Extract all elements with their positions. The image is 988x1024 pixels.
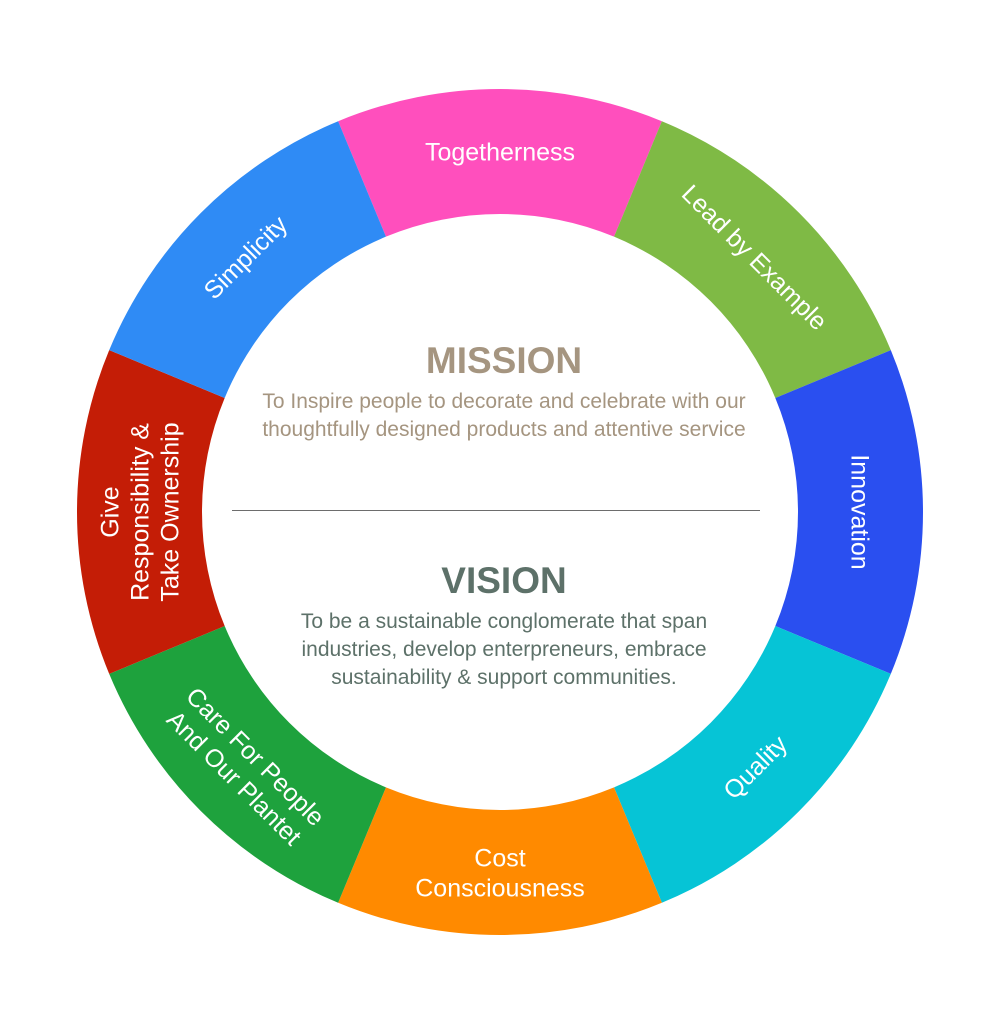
segment-label-line: Take Ownership	[157, 422, 185, 601]
wheel-segment	[775, 350, 923, 674]
wheel-segment	[338, 88, 662, 237]
segment-label: Innovation	[846, 454, 874, 569]
segment-label-line: Innovation	[846, 454, 874, 569]
wheel-segment	[109, 626, 386, 903]
wheel-segment	[338, 787, 662, 935]
wheel-segment	[109, 121, 386, 398]
segment-label: Togetherness	[425, 139, 575, 167]
segment-label-line: Togetherness	[425, 139, 575, 167]
wheel-segment	[614, 626, 891, 903]
segment-label: GiveResponsibility &Take Ownership	[97, 422, 185, 601]
segment-label-line: Consciousness	[415, 875, 585, 903]
wheel-segment	[76, 350, 225, 674]
wheel-segment	[614, 121, 891, 398]
segment-label-line: Cost	[474, 845, 525, 873]
segment-label-line: Responsibility &	[127, 423, 155, 601]
segment-label-line: Give	[97, 486, 125, 537]
